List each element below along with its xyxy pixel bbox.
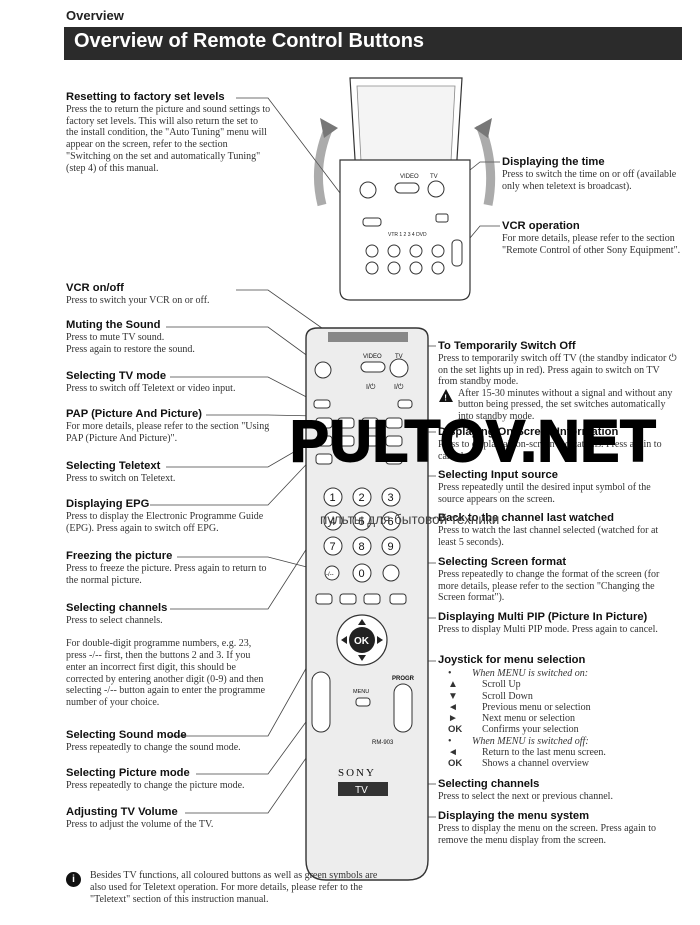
digit-label-1: 1: [330, 492, 336, 504]
digit-key-0: [352, 563, 372, 583]
joystick-ok-label: OK: [354, 636, 370, 647]
closeup-vtr-label: VTR 1 2 3 4 DVD: [388, 232, 427, 238]
right-item-osd: Displaying On Screen Information Press t…: [438, 426, 662, 462]
digit-key-2: [352, 487, 372, 507]
remote-tv-label: TV: [395, 354, 403, 360]
warning-icon: !: [439, 389, 453, 403]
digit-key-9: [381, 536, 401, 556]
joystick-menu-off: When MENU is switched off:: [472, 735, 589, 747]
left-item-pap: PAP (Picture And Picture) For more detai…: [66, 408, 270, 444]
remote-brand-label: SONY: [338, 767, 376, 779]
remote-tv-badge: TV: [355, 785, 368, 796]
remote-video-power: I/⏻: [366, 383, 376, 391]
digit-key-4: [323, 511, 343, 531]
digit-label-3: 3: [388, 492, 394, 504]
left-item-teletext: Selecting Teletext Press to switch on Te…: [66, 460, 176, 484]
joystick-list: •When MENU is switched on: ▲Scroll Up ▼S…: [448, 668, 606, 770]
digit-label-9: 9: [388, 541, 394, 553]
closeup-video-label: VIDEO: [400, 174, 419, 180]
digit-label-2: 2: [359, 492, 365, 504]
left-item-vcr-onoff: VCR on/off Press to switch your VCR on o…: [66, 282, 210, 306]
right-item-multi-pip: Displaying Multi PIP (Picture In Picture…: [438, 611, 658, 635]
section-label: Overview: [66, 8, 124, 23]
remote-video-label: VIDEO: [363, 354, 382, 360]
watermark: PULTOV.NET: [289, 408, 657, 475]
closeup-tv-label: TV: [430, 174, 438, 180]
remote-closeup: VIDEO TV VTR 1 2 3 4 DVD: [313, 77, 496, 301]
digit-label-5: 5: [359, 516, 365, 528]
left-item-freeze: Freezing the picture Press to freeze the…: [66, 550, 267, 586]
right-item-channels: Selecting channels Press to select the n…: [438, 778, 613, 802]
digit-label-4: 4: [330, 516, 336, 528]
left-item-epg: Displaying EPG Press to display the Elec…: [66, 498, 264, 534]
page-title: Overview of Remote Control Buttons: [74, 30, 425, 52]
remote-dash-label: -/--: [326, 572, 334, 578]
digit-label-7: 7: [330, 541, 336, 553]
remote-model-label: RM-903: [372, 740, 394, 746]
joystick-menu-on: When MENU is switched on:: [472, 668, 589, 679]
right-item-time: Displaying the time Press to switch the …: [502, 156, 677, 192]
right-item-vcr-operation: VCR operation For more details, please r…: [502, 220, 681, 256]
digit-key-8: [352, 536, 372, 556]
right-item-last-channel: Back to the channel last watched Press t…: [438, 512, 659, 548]
digit-label-0: 0: [359, 568, 365, 580]
svg-text:!: !: [444, 394, 447, 403]
right-item-input: Selecting Input source Press repeatedly …: [438, 469, 651, 505]
left-item-tv-mode: Selecting TV mode Press to switch off Te…: [66, 370, 236, 394]
digit-key-7: [323, 536, 343, 556]
remote-body: VIDEO TV I/⏻ I/⏻ 1 2 3 4 5 6 7 8 9 0 -/-- OK: [305, 327, 429, 881]
right-item-joystick: Joystick for menu selection •When MENU i…: [438, 653, 678, 770]
digit-label-8: 8: [359, 541, 365, 553]
left-item-mute: Muting the Sound Press to mute TV sound.…: [66, 319, 195, 355]
digit-key-3: [381, 487, 401, 507]
right-item-menu-system: Displaying the menu system Press to disp…: [438, 810, 657, 846]
remote-menu-label: MENU: [353, 689, 369, 695]
left-item-channels: Selecting channels Press to select chann…: [66, 602, 266, 708]
left-item-reset: Resetting to factory set levels Press th…: [66, 91, 271, 174]
right-item-screen-format: Selecting Screen format Press repeatedly…: [438, 556, 660, 604]
standby-warning: After 15-30 minutes without a signal and…: [458, 388, 673, 422]
title-bar: Overview of Remote Control Buttons: [64, 27, 682, 60]
digit-label-6: 6: [388, 516, 394, 528]
left-item-picture-mode: Selecting Picture mode Press repeatedly …: [66, 767, 245, 791]
info-icon: i: [66, 872, 81, 887]
left-item-volume: Adjusting TV Volume Press to adjust the …: [66, 806, 214, 830]
digit-keys: 1 2 3 4 5 6 7 8 9 0: [323, 487, 401, 583]
footnote: Besides TV functions, all coloured butto…: [90, 870, 378, 905]
digit-key-5: [352, 511, 372, 531]
right-item-switch-off: To Temporarily Switch Off Press to tempo…: [438, 340, 677, 422]
remote-progr-label: PROGR: [392, 676, 415, 682]
watermark-subtext: пульты для бытовой техники: [320, 512, 500, 527]
remote-tv-power: I/⏻: [394, 383, 404, 391]
left-item-sound-mode: Selecting Sound mode Press repeatedly to…: [66, 729, 241, 753]
digit-key-1: [323, 487, 343, 507]
digit-key-6: [381, 511, 401, 531]
